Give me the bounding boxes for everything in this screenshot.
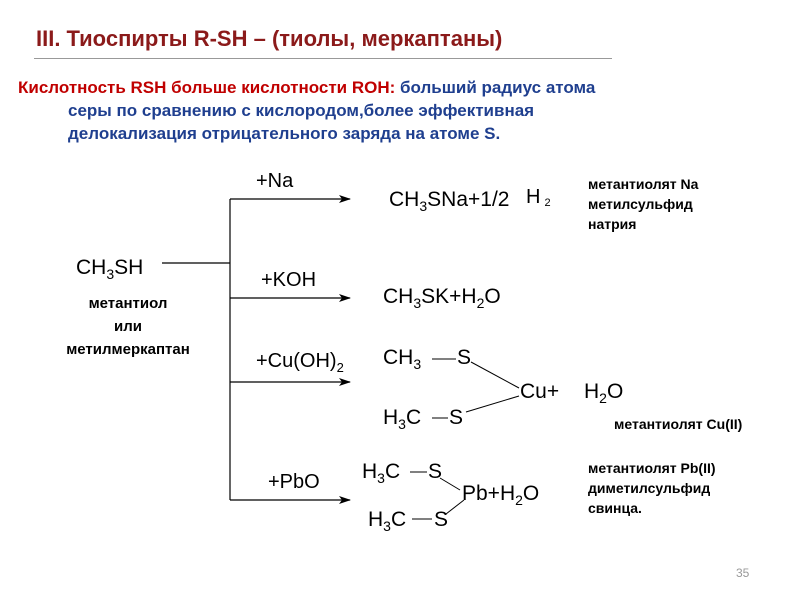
cu-bottom-s-cu-bond xyxy=(465,395,520,413)
note-na: метантиолят Na метилсульфид натрия xyxy=(588,174,698,234)
reagent-pbo: +PbO xyxy=(268,471,320,493)
pb-bottom-h3c: H3C xyxy=(368,508,407,534)
reactant-name-3: метилмеркаптан xyxy=(66,341,190,358)
pb-top-h3c: H3C xyxy=(362,460,401,486)
reagent-na: +Na xyxy=(256,170,294,192)
reactant-name-1: метантиол xyxy=(88,295,168,312)
product-ch3sna: CH3SNa+1/2 xyxy=(389,188,510,214)
cu-water: H2O xyxy=(584,380,624,406)
intro-line-3: делокализация отрицательного заряда на а… xyxy=(68,124,501,143)
pb-top-s-pb-bond xyxy=(439,477,461,491)
note-na-1: метантиолят Na xyxy=(588,176,699,192)
intro-text: Кислотность RSH больше кислотности ROH: … xyxy=(18,76,788,145)
note-pb: метантиолят Pb(II) диметилсульфид свинца… xyxy=(588,458,716,518)
cu-metal: Cu+ xyxy=(520,380,560,403)
pb-metal-water: Pb+H2O xyxy=(462,482,540,508)
cu-top-s: S xyxy=(457,346,472,369)
note-pb-3: свинца. xyxy=(588,500,642,516)
intro-claim: Кислотность RSH больше кислотности ROH: xyxy=(18,78,396,97)
reactant-formula: CH3SH xyxy=(76,256,144,282)
pb-top-s: S xyxy=(428,460,443,483)
page-title: III. Тиоспирты R-SH – (тиолы, меркаптаны… xyxy=(36,26,503,51)
page-number: 35 xyxy=(736,566,750,580)
reagent-cuoh2: +Cu(OH)2 xyxy=(256,350,344,375)
pb-bottom-s-pb-bond xyxy=(445,499,465,515)
cu-top-s-cu-bond xyxy=(470,361,520,389)
product-ch3sk: CH3SK+H2O xyxy=(383,285,501,311)
note-na-2: метилсульфид xyxy=(588,196,693,212)
cu-top-ch3: CH3 xyxy=(383,346,422,372)
note-cu: метантиолят Cu(II) xyxy=(614,416,743,432)
intro-line-2: серы по сравнению с кислородом,более эфф… xyxy=(68,101,535,120)
note-pb-2: диметилсульфид xyxy=(588,480,711,496)
pb-bottom-s: S xyxy=(434,508,449,531)
reactant-name: метантиол или метилмеркаптан xyxy=(30,292,226,361)
reactant-name-2: или xyxy=(114,318,142,335)
title-underline xyxy=(34,58,612,59)
note-pb-1: метантиолят Pb(II) xyxy=(588,460,716,476)
intro-reason: больший радиус атома xyxy=(395,78,596,97)
reagent-koh: +KOH xyxy=(261,269,317,291)
note-na-3: натрия xyxy=(588,216,637,232)
cu-bottom-s: S xyxy=(449,406,464,429)
cu-bottom-h3c: H3C xyxy=(383,406,422,432)
